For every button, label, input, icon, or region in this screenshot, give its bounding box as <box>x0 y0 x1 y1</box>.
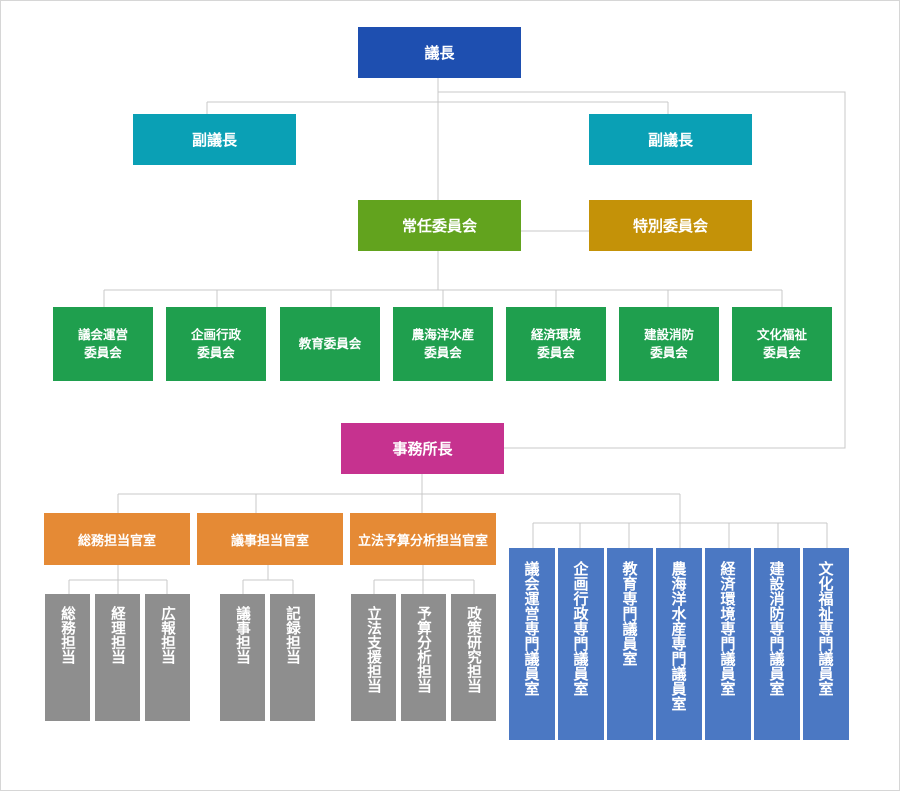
expert-office-box: 企画行政専門議員室 <box>558 548 604 740</box>
unit-box: 広報担当 <box>145 594 190 721</box>
expert-office-box: 文化福祉専門議員室 <box>803 548 849 740</box>
committee-box: 文化福祉 委員会 <box>732 307 832 381</box>
office-box: 議事担当官室 <box>197 513 343 565</box>
committee-box: 教育委員会 <box>280 307 380 381</box>
expert-office-box: 議会運営専門議員室 <box>509 548 555 740</box>
expert-office-box: 農海洋水産専門議員室 <box>656 548 702 740</box>
expert-office-box: 教育専門議員室 <box>607 548 653 740</box>
expert-office-box: 経済環境専門議員室 <box>705 548 751 740</box>
unit-box: 総務担当 <box>45 594 90 721</box>
expert-office-box: 建設消防専門議員室 <box>754 548 800 740</box>
standing-committee-box: 常任委員会 <box>358 200 521 251</box>
office-box: 総務担当官室 <box>44 513 190 565</box>
chair-box: 議長 <box>358 27 521 78</box>
office-box: 立法予算分析担当官室 <box>350 513 496 565</box>
committee-box: 企画行政 委員会 <box>166 307 266 381</box>
committee-box: 議会運営 委員会 <box>53 307 153 381</box>
unit-box: 議事担当 <box>220 594 265 721</box>
committee-box: 建設消防 委員会 <box>619 307 719 381</box>
unit-box: 政策研究担当 <box>451 594 496 721</box>
director-box: 事務所長 <box>341 423 504 474</box>
vice-chair-left-box: 副議長 <box>133 114 296 165</box>
unit-box: 予算分析担当 <box>401 594 446 721</box>
special-committee-box: 特別委員会 <box>589 200 752 251</box>
committee-box: 経済環境 委員会 <box>506 307 606 381</box>
unit-box: 記録担当 <box>270 594 315 721</box>
unit-box: 経理担当 <box>95 594 140 721</box>
committee-box: 農海洋水産 委員会 <box>393 307 493 381</box>
unit-box: 立法支援担当 <box>351 594 396 721</box>
vice-chair-right-box: 副議長 <box>589 114 752 165</box>
